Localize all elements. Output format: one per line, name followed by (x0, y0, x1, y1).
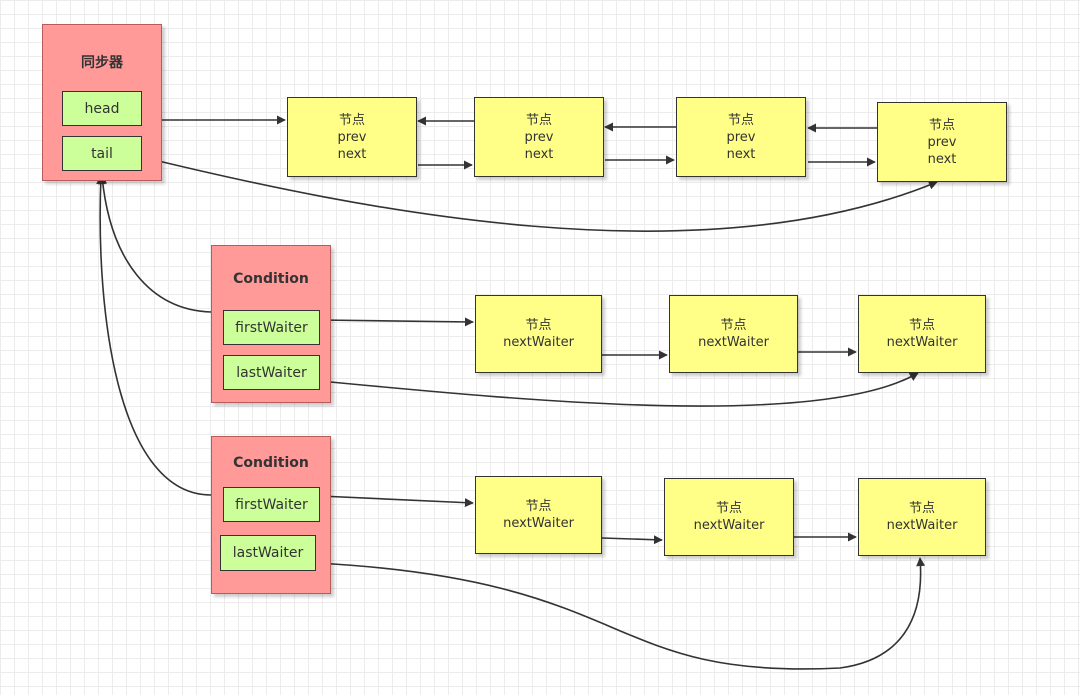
condition-1-node-2: 节点 nextWaiter (669, 295, 798, 373)
c2-first-arrow (319, 495, 474, 508)
node-next-waiter: nextWaiter (698, 335, 769, 350)
condition-1-node-3: 节点 nextWaiter (858, 295, 986, 373)
condition2-owner-arrow (96, 175, 212, 496)
node-next-waiter: nextWaiter (886, 335, 958, 350)
condition-1-last-waiter: lastWaiter (223, 355, 320, 390)
node-title: 节点 (525, 318, 552, 333)
sync-node-3: 节点 prev next (676, 97, 806, 177)
c2-last-arrow (315, 557, 926, 670)
node-prev: prev (524, 129, 554, 145)
node-title: 节点 (720, 318, 747, 333)
node-next: next (524, 146, 554, 162)
condition-1-title: Condition (233, 271, 309, 287)
node-next: next (927, 151, 957, 167)
node-title: 节点 (525, 499, 552, 514)
condition1-owner-arrow (98, 175, 212, 313)
sync-node-4: 节点 prev next (877, 102, 1007, 182)
node-title: 节点 (338, 112, 365, 128)
node-next-waiter: nextWaiter (503, 516, 574, 531)
node-prev: prev (927, 134, 957, 150)
condition-2-node-3: 节点 nextWaiter (858, 478, 986, 556)
head-field: head (62, 91, 142, 126)
node-next-waiter: nextWaiter (693, 518, 765, 533)
node-prev: prev (726, 129, 756, 145)
sync-node-2: 节点 prev next (474, 97, 604, 177)
c2-node1-next-arrow (601, 535, 663, 545)
node-next: next (337, 146, 367, 162)
node-title: 节点 (908, 318, 935, 333)
node-next-waiter: nextWaiter (503, 335, 574, 350)
condition-1-first-waiter: firstWaiter (223, 310, 320, 345)
tail-arrow (141, 156, 938, 232)
node-next-waiter: nextWaiter (886, 518, 958, 533)
condition-2-last-waiter: lastWaiter (220, 535, 316, 571)
node-title: 节点 (715, 501, 742, 516)
condition-2-first-waiter: firstWaiter (223, 487, 320, 522)
tail-field: tail (62, 136, 142, 171)
node-prev: prev (337, 129, 367, 145)
c1-first-arrow (319, 317, 474, 327)
synchronizer-title: 同步器 (81, 55, 123, 71)
node-next: next (726, 146, 756, 162)
node-title: 节点 (727, 112, 754, 128)
node-title: 节点 (928, 117, 955, 133)
sync-node-1: 节点 prev next (287, 97, 417, 177)
node-title: 节点 (908, 501, 935, 516)
node-title: 节点 (525, 112, 552, 128)
condition-2-title: Condition (233, 455, 309, 471)
condition-2-node-2: 节点 nextWaiter (664, 478, 794, 556)
condition-1-node-1: 节点 nextWaiter (475, 295, 602, 373)
condition-2-node-1: 节点 nextWaiter (475, 476, 602, 554)
c1-last-arrow (319, 372, 919, 407)
